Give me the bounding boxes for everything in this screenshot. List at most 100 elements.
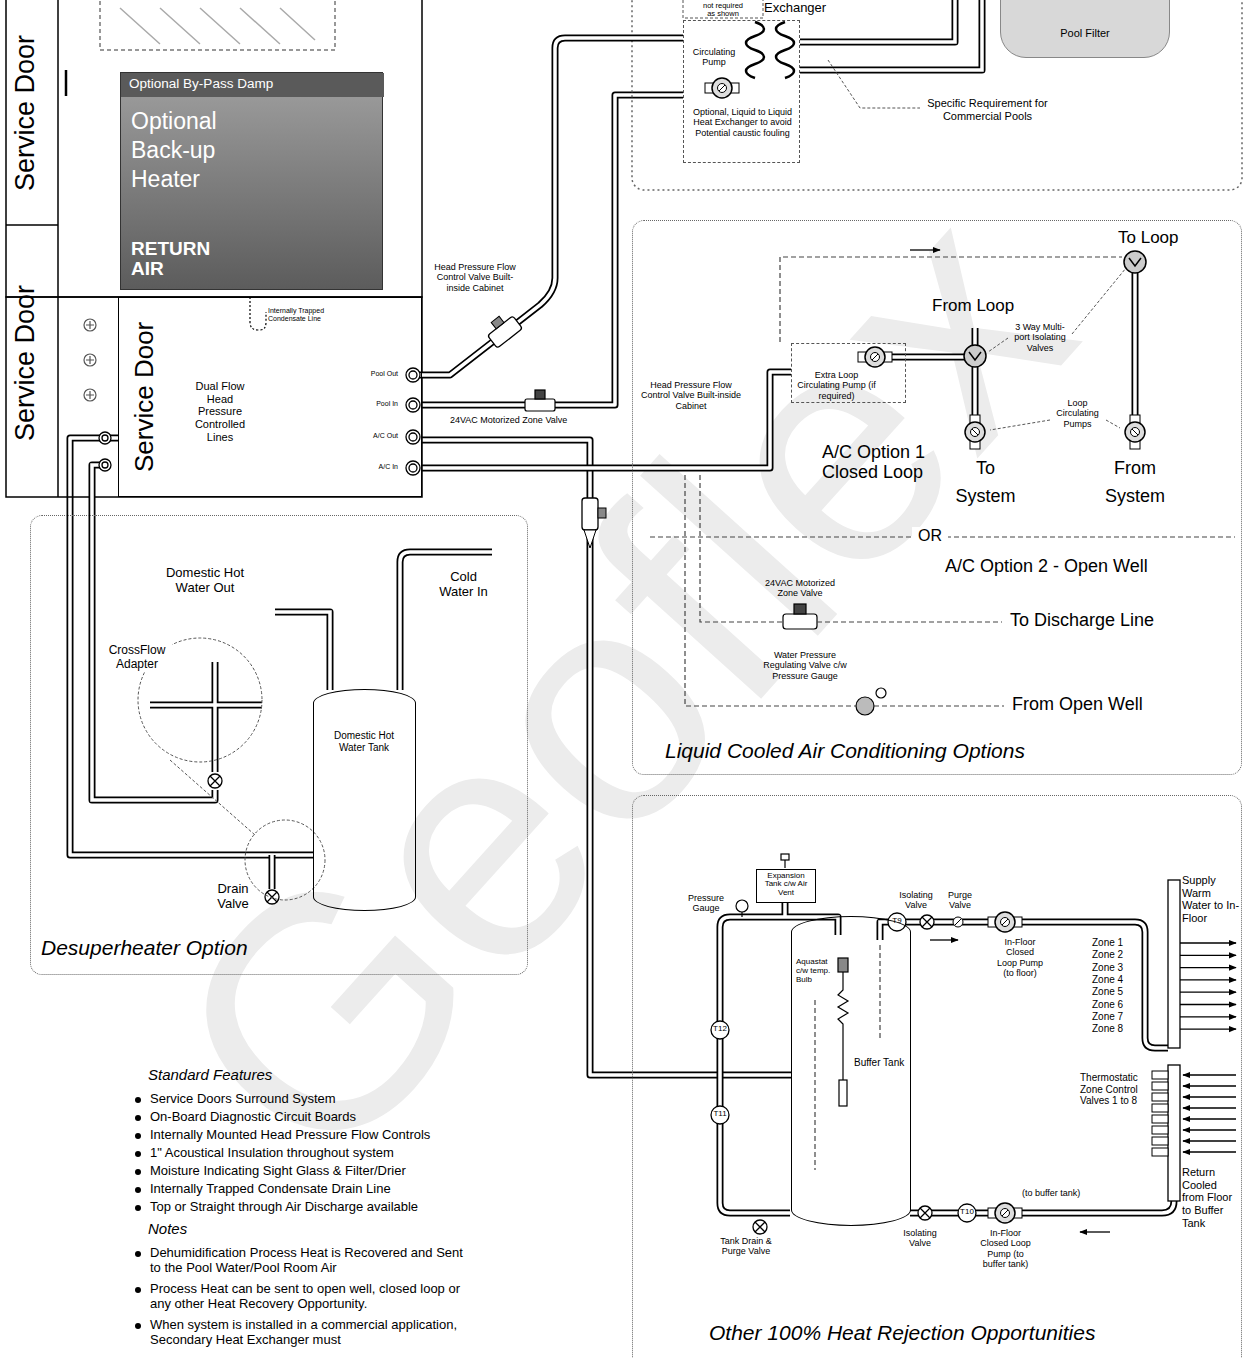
label-text: Process Heat can be sent to open well, c…: [150, 1282, 470, 1312]
bullet: [135, 1097, 141, 1329]
note-box: [683, 0, 763, 18]
manifold-part: [1168, 880, 1180, 1048]
unit-cabinet-part: [57, 0, 59, 497]
pipe: [92, 0, 1174, 1213]
node-text: Desuperheater Option: [41, 936, 341, 960]
label-text: T9: [887, 916, 907, 925]
pipe-part-part: [413, 38, 683, 375]
manifold-part: [1183, 1085, 1236, 1086]
pipe-port-part: [409, 464, 417, 472]
node-text: Optional, Liquid to Liquid Heat Exchange…: [688, 107, 797, 138]
unit-cabinet: [6, 0, 422, 497]
node-text: Dual Flow Head Pressure Controlled Lines: [189, 380, 251, 443]
bullet-part: [135, 1151, 141, 1157]
zone-valve-part: [535, 390, 545, 399]
flow-control-valve-part: [584, 530, 596, 548]
pipe-port-part: [409, 401, 417, 409]
three-way-valve: [964, 345, 986, 367]
pipe-part-part: [910, 1201, 1174, 1213]
manifold-part: [1183, 1118, 1236, 1119]
dashed-flow-part: [780, 257, 1122, 342]
manifold-part: [1168, 1065, 1180, 1201]
sensor-circle: [958, 1204, 976, 1222]
unit-cabinet-part: [250, 297, 266, 330]
label-text: (to buffer tank): [1022, 1188, 1112, 1198]
flow-arrow-part: [910, 249, 940, 250]
label-text: Internally Trapped Condensate Line: [268, 307, 348, 323]
option-region: Other 100% Heat Rejection Opportunities E…: [632, 795, 1242, 1358]
pipe-port-part: [406, 430, 420, 444]
manifold-part: [1180, 1028, 1236, 1029]
label-text: To Loop: [1118, 228, 1218, 248]
bullet-part: [135, 1287, 141, 1293]
manifold-part: [1183, 1096, 1236, 1097]
sensor-circle: [711, 1021, 729, 1039]
label-text: Zone 8: [1092, 1023, 1134, 1035]
bullet-part: [135, 1115, 141, 1121]
drain-valve: [753, 1220, 767, 1234]
label-text: Pool In: [328, 400, 398, 408]
label-text: Return Cooled from Floor to Buffer Tank: [1182, 1166, 1240, 1229]
pipe-part-part: [880, 922, 1168, 1048]
zone-control-valve: [1152, 1071, 1168, 1156]
aquastat-part: [838, 958, 848, 972]
manifold-part: [1180, 1016, 1236, 1017]
bullet-part: [135, 1323, 141, 1329]
node-text: Other 100% Heat Rejection Opportunities: [709, 1321, 1209, 1345]
leader-line-part: [1072, 268, 1126, 334]
manifold-part: [1180, 967, 1236, 968]
leader-line-part: [988, 338, 1008, 352]
label-text: When system is installed in a commercial…: [150, 1318, 470, 1348]
flow-control-valve-part: [582, 498, 598, 530]
manifold-part: [1183, 1151, 1236, 1152]
isolating-valve: [920, 915, 934, 929]
label-text: Notes: [148, 1220, 348, 1237]
pipe-bore: [422, 372, 791, 468]
pipe-part: [92, 0, 1174, 1213]
pump-box: Extra Loop Circulating Pump (if required…: [791, 343, 906, 403]
label-text: A/C Out: [328, 432, 398, 440]
unit-cabinet-part: [6, 224, 58, 226]
pipe-connector: [422, 372, 791, 468]
label-text: 24VAC Motorized Zone Valve: [760, 578, 840, 599]
flow-arrow-part: [1080, 1231, 1110, 1232]
label-text: Zone 5: [1092, 986, 1134, 998]
label-text: From System: [1090, 455, 1180, 511]
node-text: Extra Loop Circulating Pump (if required…: [794, 370, 879, 401]
bullet-part: [135, 1205, 141, 1211]
leader-line-part: [170, 760, 255, 835]
pipe-connector: [70, 438, 313, 855]
label-text: In-Floor Closed Loop Pump (to floor): [996, 937, 1044, 978]
heat-exchanger-coil: [746, 22, 794, 78]
pump-symbol: [988, 912, 1022, 932]
pipe-bore: [92, 0, 1174, 1213]
manifold-part: [1180, 992, 1236, 993]
pipe-port-part: [102, 435, 108, 441]
flow-control-valve-part: [491, 316, 504, 328]
leader-line-part: [990, 420, 1050, 430]
label-text: 3 Way Multi-port Isolating Valves: [1010, 322, 1070, 353]
node-text: Optional By-Pass Damp: [121, 73, 384, 97]
label-text: Service Door: [12, 240, 52, 485]
flow-control-valve: [483, 310, 523, 349]
label-text: Purge Valve: [940, 890, 980, 911]
label-text: To System: [948, 455, 1023, 511]
label-text: OR: [912, 527, 948, 545]
pipe-part-part: [720, 917, 838, 1075]
isolating-valve: [918, 1206, 932, 1220]
heat-exchanger-coil-part: [776, 22, 794, 78]
node-text: Domestic Hot Water Tank: [334, 730, 394, 753]
label-text: In-Floor Closed Loop Pump (to buffer tan…: [978, 1228, 1033, 1269]
pump-symbol: [988, 1203, 1022, 1223]
label-text: A/C Option 1 Closed Loop: [822, 443, 962, 483]
pipe-wall: [422, 372, 791, 468]
expansion-tank: Expansion Tank c/w Air Vent: [756, 869, 816, 903]
label-text: Zone 4: [1092, 974, 1134, 986]
label-text: Exchanger: [764, 1, 834, 16]
label-text: not required as shown: [698, 2, 748, 18]
label-text: 1" Acoustical Insulation throughout syst…: [150, 1146, 490, 1161]
heat-exchanger-coil-part: [746, 22, 764, 78]
three-way-valve: [1124, 251, 1146, 273]
pressure-gauge: [736, 900, 748, 917]
air-vent-part: [781, 854, 789, 860]
